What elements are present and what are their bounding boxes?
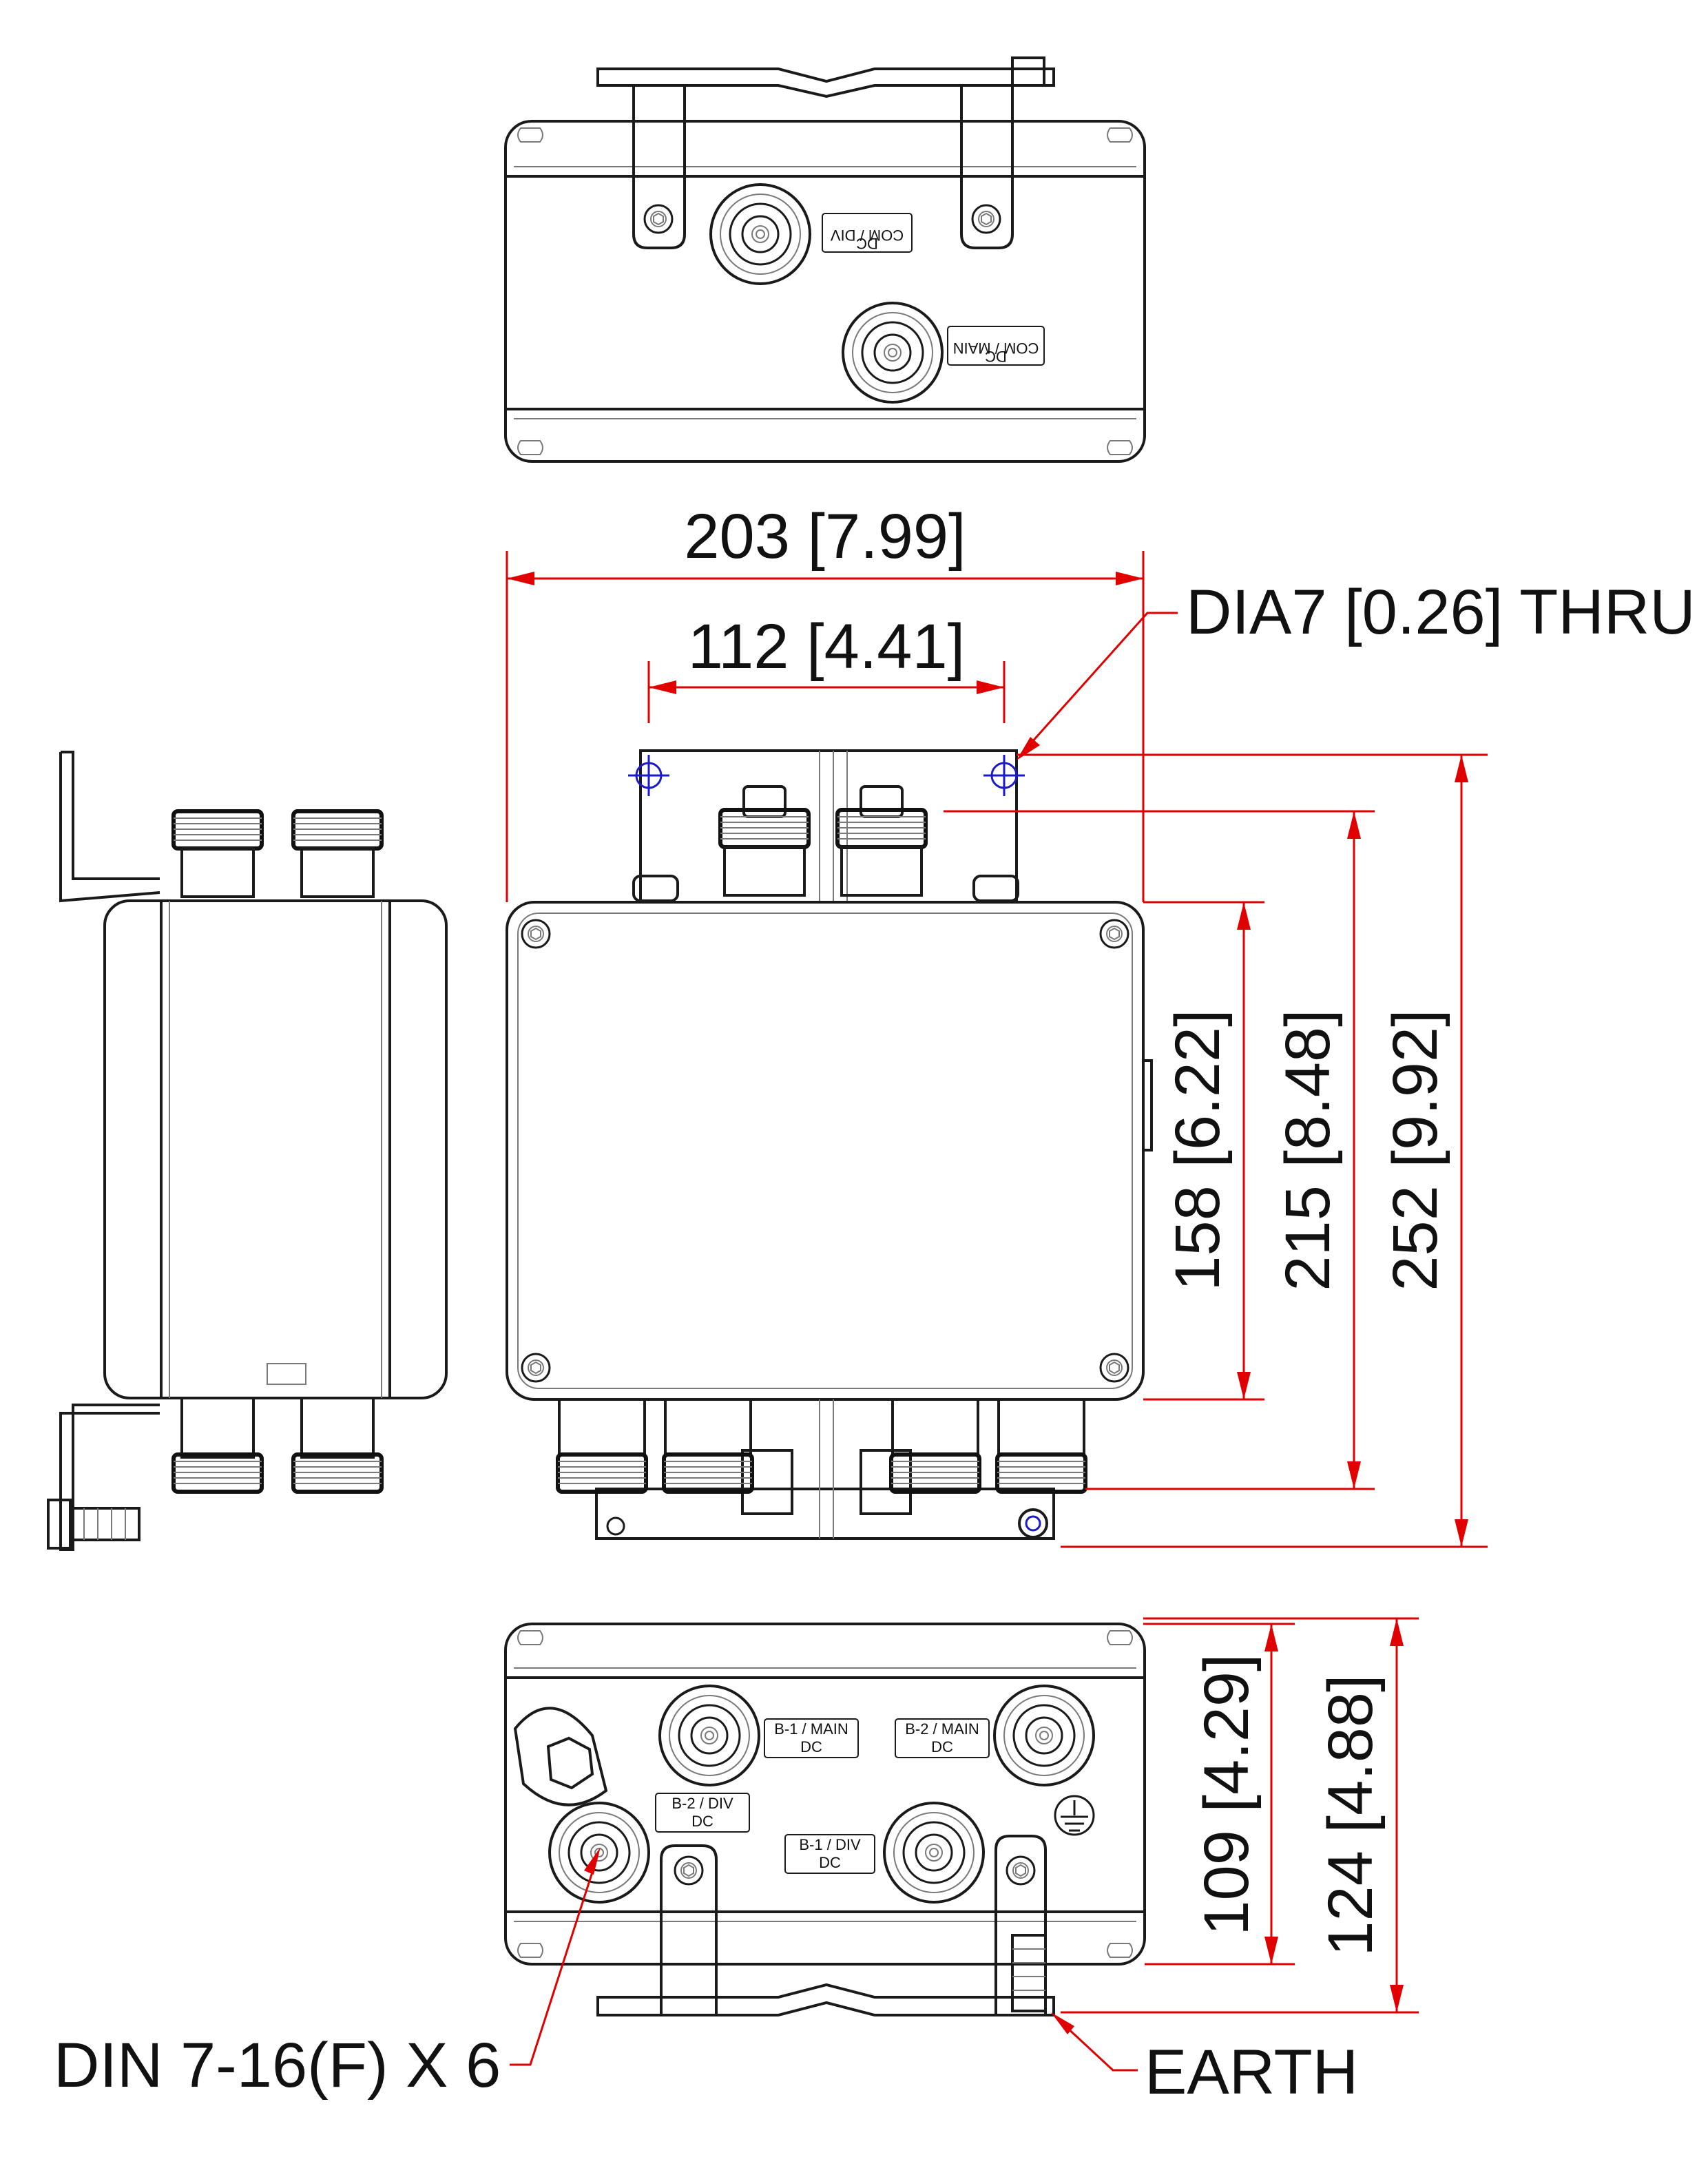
label-com-div-line2: DC [856,235,878,252]
dim-hole-spacing: 112 [4.41] [688,612,965,682]
side-view [47,751,448,1551]
label-com-main-line1: COM / MAIN [953,340,1039,357]
label-b2-div-line1: B-2 / DIV [671,1795,733,1812]
label-b2-div-line2: DC [691,1813,714,1830]
top-view: COM / DIV DC COM / MAIN DC [504,56,1146,463]
label-com-div-line1: COM / DIV [831,227,904,244]
dim-connector-height: 215 [8.48] [1273,1009,1343,1291]
note-earth: EARTH [1145,2037,1358,2107]
dim-depth-body: 109 [4.29] [1191,1654,1262,1935]
label-b2-main-line1: B-2 / MAIN [905,1720,979,1738]
label-b1-div-line2: DC [819,1854,841,1871]
label-b1-main-line1: B-1 / MAIN [774,1720,848,1738]
dim-overall-height: 252 [9.92] [1380,1009,1450,1291]
label-com-main-line2: DC [985,348,1007,365]
dim-body-height: 158 [6.22] [1163,1009,1233,1291]
note-connector-type: DIN 7-16(F) X 6 [54,2030,501,2101]
mounting-hole-left [628,755,669,796]
dim-overall-width: 203 [7.99] [684,501,966,572]
front-view [506,749,1153,1540]
mounting-hole-right [983,755,1025,796]
bottom-view: B-1 / MAIN DC B-2 / MAIN DC B-2 / DIV DC… [504,1623,1146,2016]
dimensions: 203 [7.99] 112 [4.41] DIA7 [0.26] THRU 1… [54,501,1696,2107]
label-b1-main-line2: DC [800,1738,822,1755]
label-b2-main-line2: DC [931,1738,953,1755]
note-hole-dia: DIA7 [0.26] THRU [1186,577,1696,647]
label-b1-div-line1: B-1 / DIV [799,1836,861,1853]
dim-depth-overall: 124 [4.88] [1315,1674,1386,1956]
